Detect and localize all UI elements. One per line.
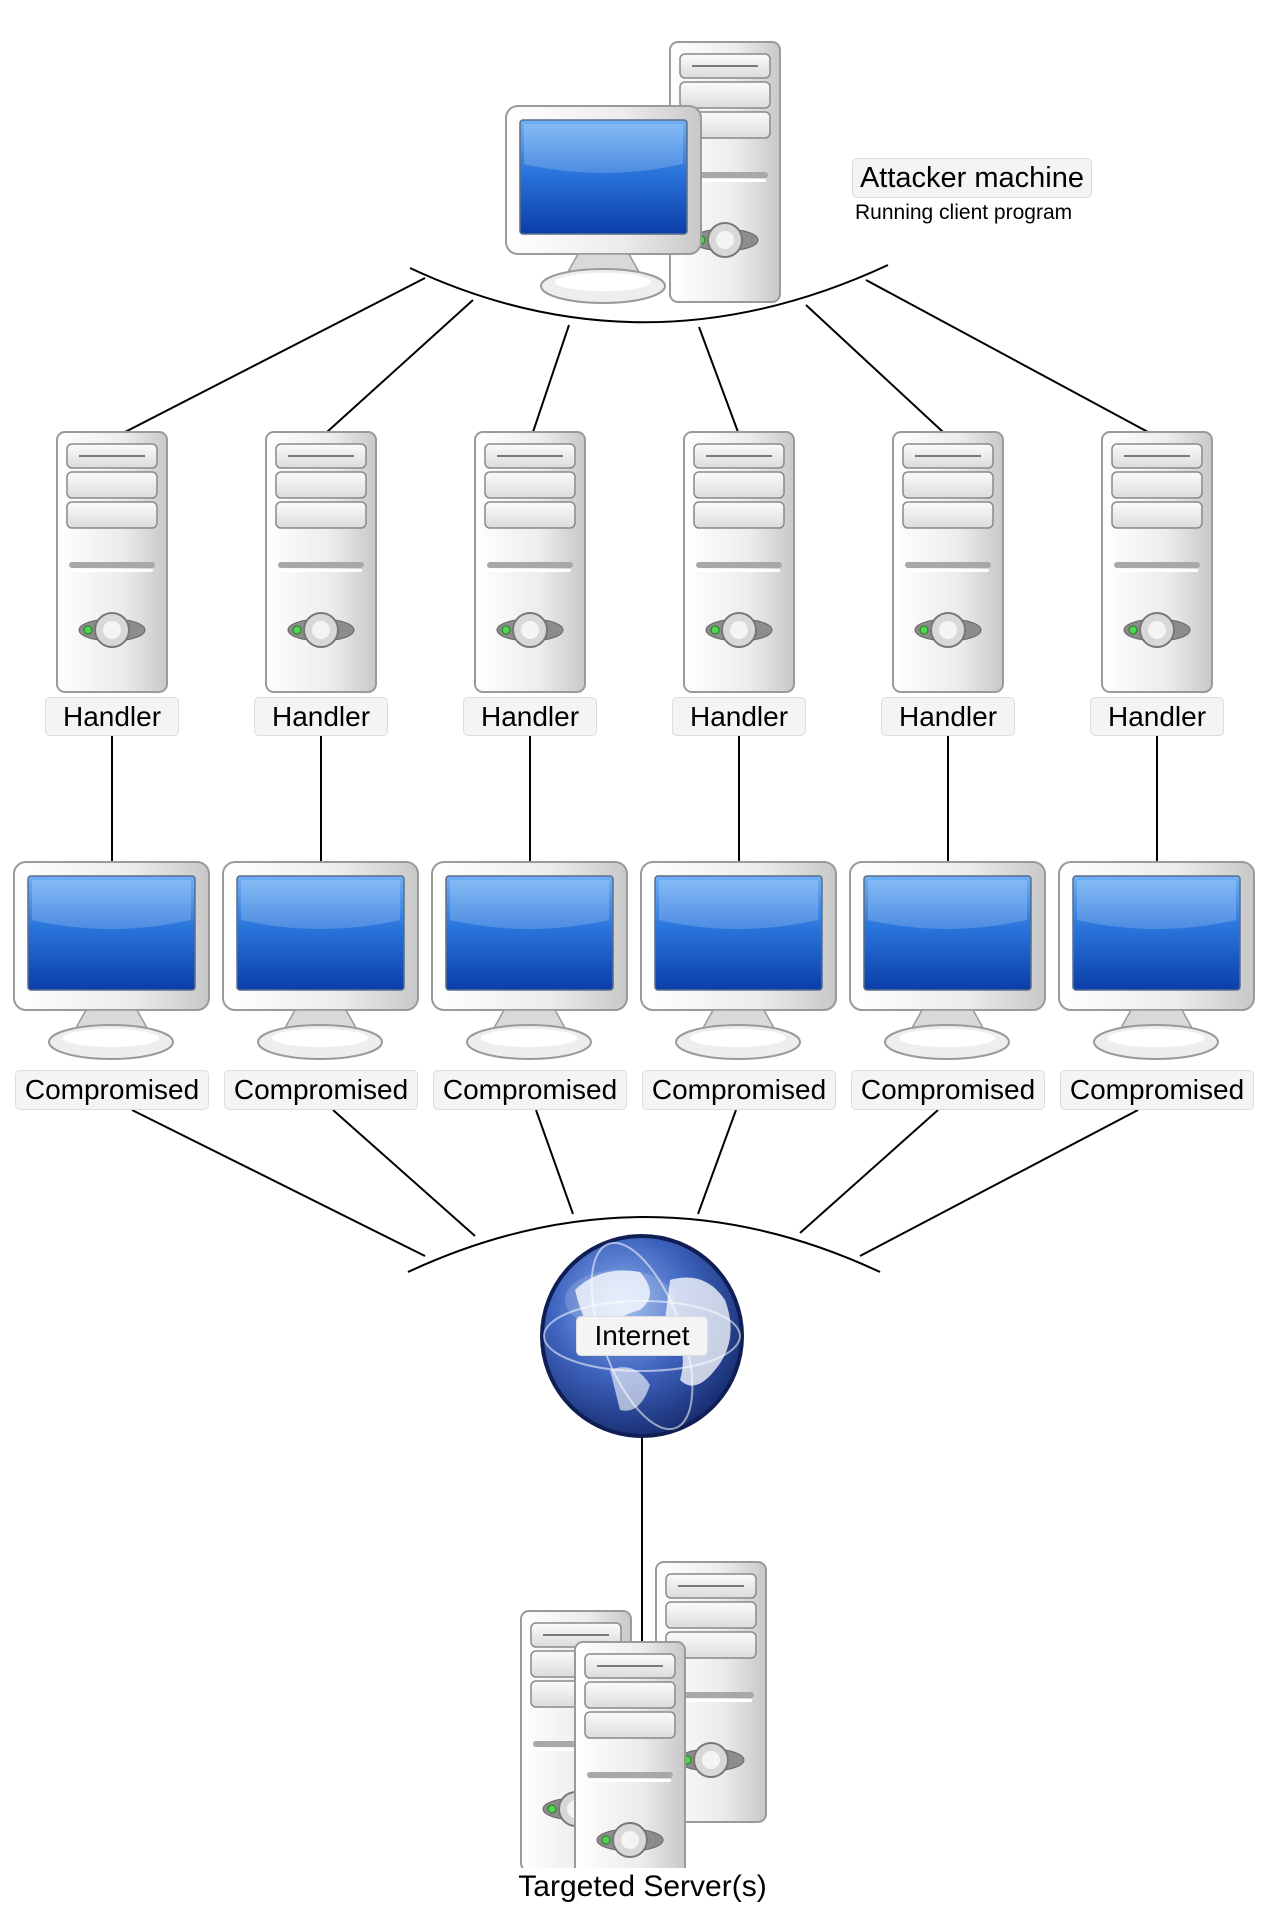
handler-3-tower-server-icon	[474, 431, 586, 693]
link-comp-internet-2	[332, 1109, 476, 1237]
compromised-label: Compromised	[1060, 1070, 1254, 1110]
handler-label: Handler	[881, 697, 1015, 736]
attacker-subtitle: Running client program	[855, 201, 1073, 224]
link-comp-internet-5	[799, 1109, 939, 1234]
handler-servers	[56, 431, 1213, 693]
compromised-label: Compromised	[15, 1070, 209, 1110]
handler-5-tower-server-icon	[892, 431, 1004, 693]
handler-1-tower-server-icon	[56, 431, 168, 693]
link-attacker-handler-3	[532, 324, 570, 433]
link-attacker-handler-5	[805, 304, 944, 433]
targeted-servers	[520, 1561, 767, 1903]
target-server-2-tower-server-icon	[574, 1641, 686, 1903]
handler-6-tower-server-icon	[1101, 431, 1213, 693]
compromised-label: Compromised	[642, 1070, 836, 1110]
compromised-3-monitor-icon	[431, 861, 628, 1060]
compromised-2-monitor-icon	[222, 861, 419, 1060]
compromised-machines	[13, 861, 1255, 1060]
compromised-1-monitor-icon	[13, 861, 210, 1060]
link-attacker-handler-2	[326, 299, 474, 433]
connector-lines	[111, 264, 1158, 1645]
handler-label: Handler	[45, 697, 179, 736]
link-comp-internet-3	[535, 1109, 574, 1215]
handler-label: Handler	[672, 697, 806, 736]
compromised-label: Compromised	[851, 1070, 1045, 1110]
handler-label: Handler	[1090, 697, 1224, 736]
handler-label: Handler	[463, 697, 597, 736]
attacker-machine	[505, 41, 781, 304]
link-attacker-handler-4	[698, 326, 739, 433]
handler-4-tower-server-icon	[683, 431, 795, 693]
targeted-servers-label: Targeted Server(s)	[500, 1868, 785, 1906]
compromised-label: Compromised	[224, 1070, 418, 1110]
internet-label: Internet	[576, 1316, 708, 1356]
link-comp-internet-1	[131, 1109, 426, 1257]
internet-arc	[407, 1216, 881, 1273]
link-comp-internet-4	[697, 1109, 737, 1215]
compromised-6-monitor-icon	[1058, 861, 1255, 1060]
link-attacker-handler-1	[124, 277, 426, 433]
compromised-5-monitor-icon	[849, 861, 1046, 1060]
link-attacker-handler-6	[865, 279, 1149, 433]
compromised-label: Compromised	[433, 1070, 627, 1110]
attacker-arc	[409, 264, 889, 324]
attacker-machine-label: Attacker machine	[852, 158, 1092, 198]
compromised-4-monitor-icon	[640, 861, 837, 1060]
handler-2-tower-server-icon	[265, 431, 377, 693]
handler-label: Handler	[254, 697, 388, 736]
link-comp-internet-6	[859, 1109, 1139, 1257]
